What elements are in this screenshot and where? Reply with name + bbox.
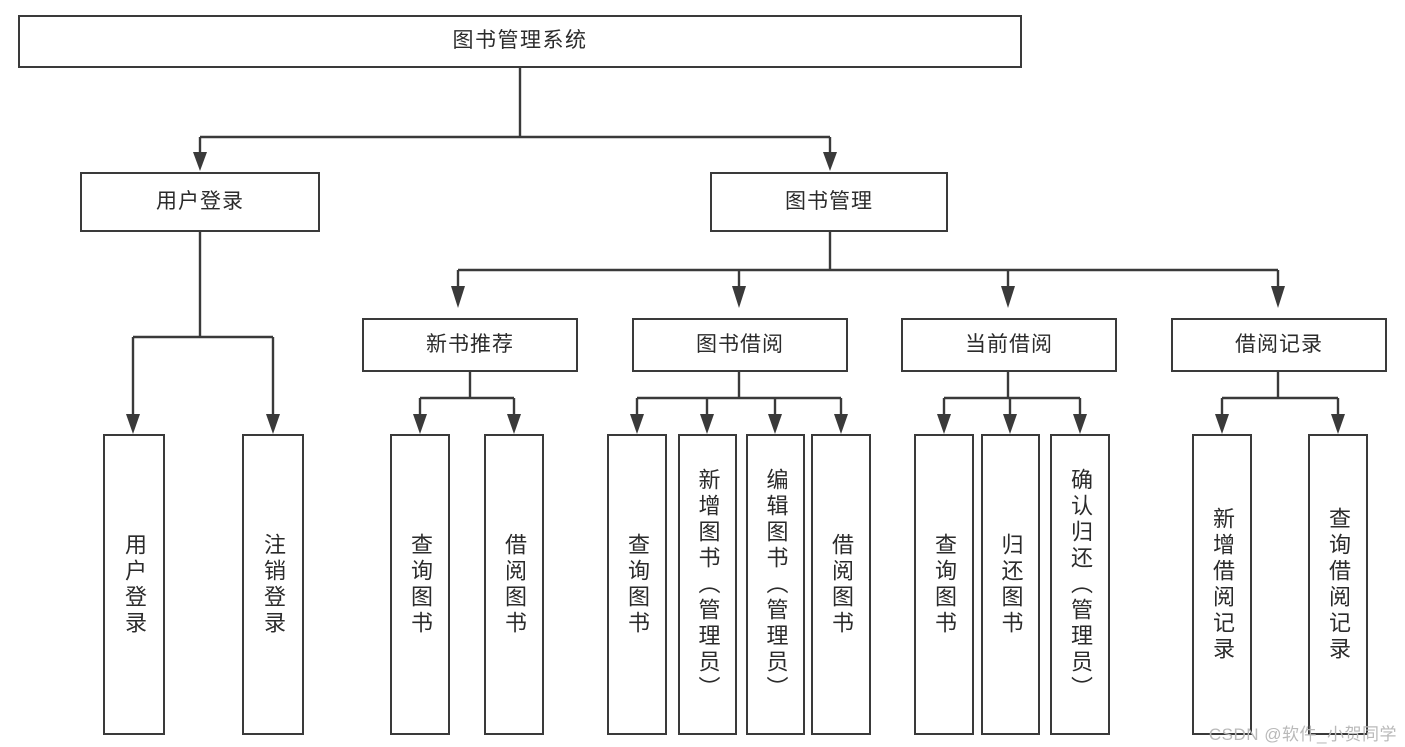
node-root[interactable]: 图书管理系统 [18, 15, 1022, 68]
node-user-login-label: 用户登录 [156, 189, 244, 213]
node-current-borrow[interactable]: 当前借阅 [901, 318, 1117, 372]
node-leaf-add-book-label: 新增图书（管理员） [695, 467, 721, 702]
node-leaf-borrow-book-1-label: 借阅图书 [502, 532, 527, 637]
node-leaf-return-book[interactable]: 归还图书 [981, 434, 1040, 735]
node-leaf-query-book-2-label: 查询图书 [625, 532, 650, 637]
node-leaf-add-book[interactable]: 新增图书（管理员） [678, 434, 737, 735]
node-leaf-borrow-book-2[interactable]: 借阅图书 [811, 434, 871, 735]
arrow-leaf-add-record [1215, 414, 1229, 434]
arrow-borrow-record [1271, 286, 1285, 308]
node-leaf-query-book-3-label: 查询图书 [932, 532, 957, 637]
arrow-leaf-query-book-2 [630, 414, 644, 434]
arrow-book-manage [823, 152, 837, 171]
node-new-book-recommend-label: 新书推荐 [426, 332, 514, 356]
arrow-leaf-query-book-3 [937, 414, 951, 434]
node-leaf-user-login[interactable]: 用户登录 [103, 434, 165, 735]
node-leaf-return-book-label: 归还图书 [998, 532, 1024, 637]
arrow-user-login [193, 152, 207, 171]
node-leaf-edit-book-label: 编辑图书（管理员） [763, 467, 789, 702]
node-leaf-add-record-label: 新增借阅记录 [1210, 506, 1235, 663]
node-root-label: 图书管理系统 [452, 29, 588, 53]
node-leaf-query-book-3[interactable]: 查询图书 [914, 434, 974, 735]
node-borrow-record-label: 借阅记录 [1235, 332, 1323, 356]
arrow-leaf-edit-book [768, 414, 782, 434]
node-book-borrow[interactable]: 图书借阅 [632, 318, 848, 372]
node-leaf-borrow-book-1[interactable]: 借阅图书 [484, 434, 544, 735]
node-leaf-logout-login[interactable]: 注销登录 [242, 434, 304, 735]
arrow-leaf-query-record [1331, 414, 1345, 434]
node-user-login[interactable]: 用户登录 [80, 172, 320, 232]
watermark: CSDN @软件_小贺同学 [1208, 725, 1397, 744]
arrow-leaf-add-book [700, 414, 714, 434]
node-leaf-confirm-return[interactable]: 确认归还（管理员） [1050, 434, 1110, 735]
arrow-leaf-borrow-book-2 [834, 414, 848, 434]
node-leaf-user-login-label: 用户登录 [122, 532, 147, 637]
node-leaf-query-book-2[interactable]: 查询图书 [607, 434, 667, 735]
arrow-leaf-user-login [126, 414, 140, 434]
arrow-leaf-logout-login [266, 414, 280, 434]
node-book-borrow-label: 图书借阅 [696, 332, 784, 356]
node-leaf-logout-login-label: 注销登录 [261, 532, 286, 637]
node-current-borrow-label: 当前借阅 [965, 332, 1053, 356]
node-leaf-query-record-label: 查询借阅记录 [1326, 506, 1351, 663]
node-book-manage[interactable]: 图书管理 [710, 172, 948, 232]
node-borrow-record[interactable]: 借阅记录 [1171, 318, 1387, 372]
arrow-leaf-borrow-book-1 [507, 414, 521, 434]
node-leaf-query-record[interactable]: 查询借阅记录 [1308, 434, 1368, 735]
arrow-current-borrow [1001, 286, 1015, 308]
node-leaf-query-book-1[interactable]: 查询图书 [390, 434, 450, 735]
arrow-leaf-query-book-1 [413, 414, 427, 434]
arrow-new-book-recommend [451, 286, 465, 308]
arrow-leaf-return-book [1003, 414, 1017, 434]
node-new-book-recommend[interactable]: 新书推荐 [362, 318, 578, 372]
node-leaf-confirm-return-label: 确认归还（管理员） [1068, 467, 1093, 702]
node-leaf-add-record[interactable]: 新增借阅记录 [1192, 434, 1252, 735]
node-book-manage-label: 图书管理 [785, 189, 873, 213]
arrow-book-borrow [732, 286, 746, 308]
node-leaf-edit-book[interactable]: 编辑图书（管理员） [746, 434, 805, 735]
node-leaf-query-book-1-label: 查询图书 [408, 532, 433, 637]
node-leaf-borrow-book-2-label: 借阅图书 [829, 532, 854, 637]
arrow-leaf-confirm-return [1073, 414, 1087, 434]
